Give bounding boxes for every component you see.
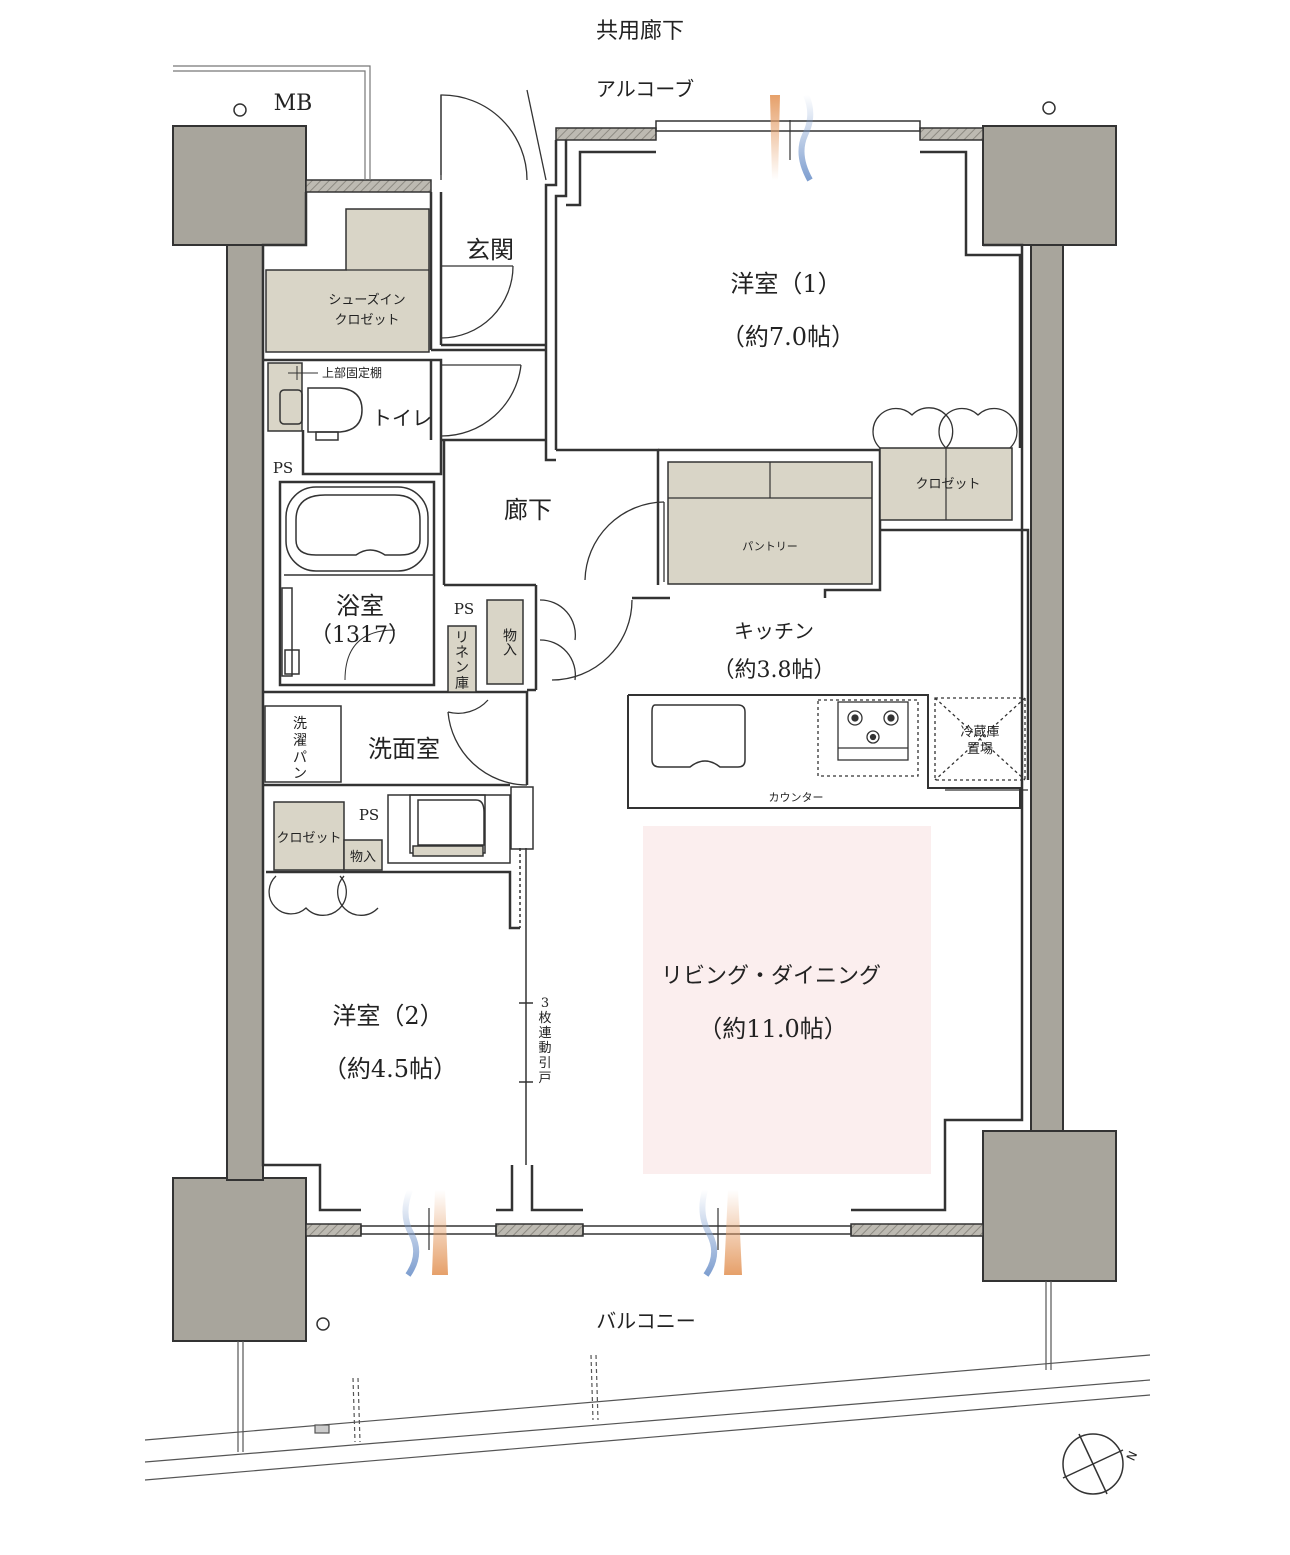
column-top-left — [172, 125, 307, 246]
linen — [447, 625, 477, 693]
linen-label: リ ネ ン 庫 — [455, 630, 469, 692]
storage-fills — [265, 208, 1013, 871]
counter-label: カウンター — [769, 791, 824, 804]
structure — [172, 125, 1117, 1342]
air-in-icon — [798, 93, 814, 182]
toilet-shelf — [267, 362, 303, 432]
column-top-right — [982, 125, 1117, 246]
western1-size: （約7.0帖） — [721, 323, 855, 351]
column-bottom-left — [172, 1177, 307, 1342]
svg-text:リ: リ — [455, 630, 469, 646]
balcony-label: バルコニー — [596, 1309, 696, 1333]
living-highlight — [643, 826, 931, 1174]
toilet-icon — [279, 387, 363, 441]
compass-north: N — [1124, 1449, 1140, 1463]
svg-text:ン: ン — [455, 660, 469, 676]
wall-right — [1030, 244, 1064, 1132]
living-name: リビング・ダイニング — [661, 964, 881, 989]
bathroom-size: （1317） — [310, 623, 410, 648]
closet1-label: クロゼット — [915, 477, 980, 492]
kitchen-name: キッチン — [734, 619, 814, 643]
ventilation — [402, 93, 814, 1277]
sink-icon — [651, 704, 746, 768]
svg-text:連: 連 — [538, 1026, 551, 1041]
ps-label-top: PS — [273, 459, 293, 477]
living-size: （約11.0帖） — [698, 1015, 847, 1043]
shoe-closet-line2: クロゼット — [334, 313, 399, 328]
western2-size: （約4.5帖） — [323, 1055, 457, 1083]
air-out-icon — [770, 95, 780, 180]
hallway-label: 廊下 — [504, 496, 552, 524]
western1-name: 洋室（1） — [730, 270, 841, 298]
storage1-label: 物入 — [501, 628, 517, 656]
ps-label-mid: PS — [454, 600, 474, 618]
svg-text:ン: ン — [293, 766, 307, 782]
alcove-label: アルコーブ — [596, 77, 694, 101]
closet2-label: クロゼット — [276, 831, 341, 846]
air-out-icon — [724, 1190, 742, 1275]
wash-basin-icon — [387, 794, 511, 864]
fridge-line1: 冷蔵庫 — [960, 725, 999, 740]
bathtub-icon — [281, 486, 434, 681]
svg-text:ネ: ネ — [455, 645, 469, 661]
stove-icon — [817, 699, 919, 777]
bathroom-name: 浴室 — [336, 592, 384, 620]
toilet-label: トイレ — [372, 406, 432, 430]
compass-icon — [1062, 1433, 1124, 1495]
air-out-icon — [432, 1190, 448, 1275]
svg-text:濯: 濯 — [293, 733, 307, 749]
mb-label: MB — [274, 91, 313, 116]
balcony-railing — [144, 1281, 1151, 1481]
fridge-line2: 置場 — [967, 742, 993, 757]
hatched-walls — [305, 127, 984, 1237]
washer-pan-label: 洗 濯 パ ン — [293, 716, 307, 782]
air-in-icon — [402, 1188, 420, 1277]
svg-text:引: 引 — [538, 1056, 551, 1071]
corridor-label: 共用廊下 — [596, 19, 684, 44]
pantry-label: パントリー — [742, 540, 798, 553]
mb-box — [173, 65, 371, 180]
washroom-label: 洗面室 — [368, 735, 440, 763]
sliding-door — [510, 786, 534, 1165]
svg-text:枚: 枚 — [538, 1011, 551, 1026]
kitchen-size: （約3.8帖） — [713, 658, 836, 683]
upper-shelf-label: 上部固定棚 — [322, 365, 382, 380]
washer-pan-icon — [264, 705, 342, 783]
column-bottom-right — [982, 1130, 1117, 1282]
shoe-closet-line1: シューズイン — [328, 292, 405, 308]
fridge-space — [934, 697, 1026, 781]
storage2 — [343, 839, 383, 871]
svg-text:戸: 戸 — [538, 1071, 551, 1086]
wall-left — [226, 244, 264, 1181]
svg-text:3: 3 — [541, 996, 549, 1011]
svg-text:洗: 洗 — [293, 716, 307, 732]
closet2 — [273, 801, 345, 871]
svg-text:庫: 庫 — [455, 675, 469, 692]
labels: 共用廊下 アルコーブ MB バルコニー 洋室（1） （約7.0帖） 玄関 トイレ… — [273, 19, 1140, 1463]
ps-label-bottom: PS — [359, 806, 379, 824]
storage1 — [486, 599, 524, 685]
western2-name: 洋室（2） — [332, 1002, 443, 1030]
svg-text:パ: パ — [293, 750, 307, 766]
door-note: 3 枚 連 動 引 戸 — [538, 996, 551, 1086]
entrance-label: 玄関 — [466, 236, 514, 264]
storage2-label: 物入 — [350, 850, 376, 865]
svg-text:動: 動 — [538, 1041, 551, 1056]
doors — [268, 89, 1018, 916]
air-in-icon — [699, 1189, 718, 1277]
kitchen-counter — [627, 694, 1021, 809]
interior-walls — [261, 140, 1030, 1212]
drain-markers — [233, 101, 1056, 1331]
